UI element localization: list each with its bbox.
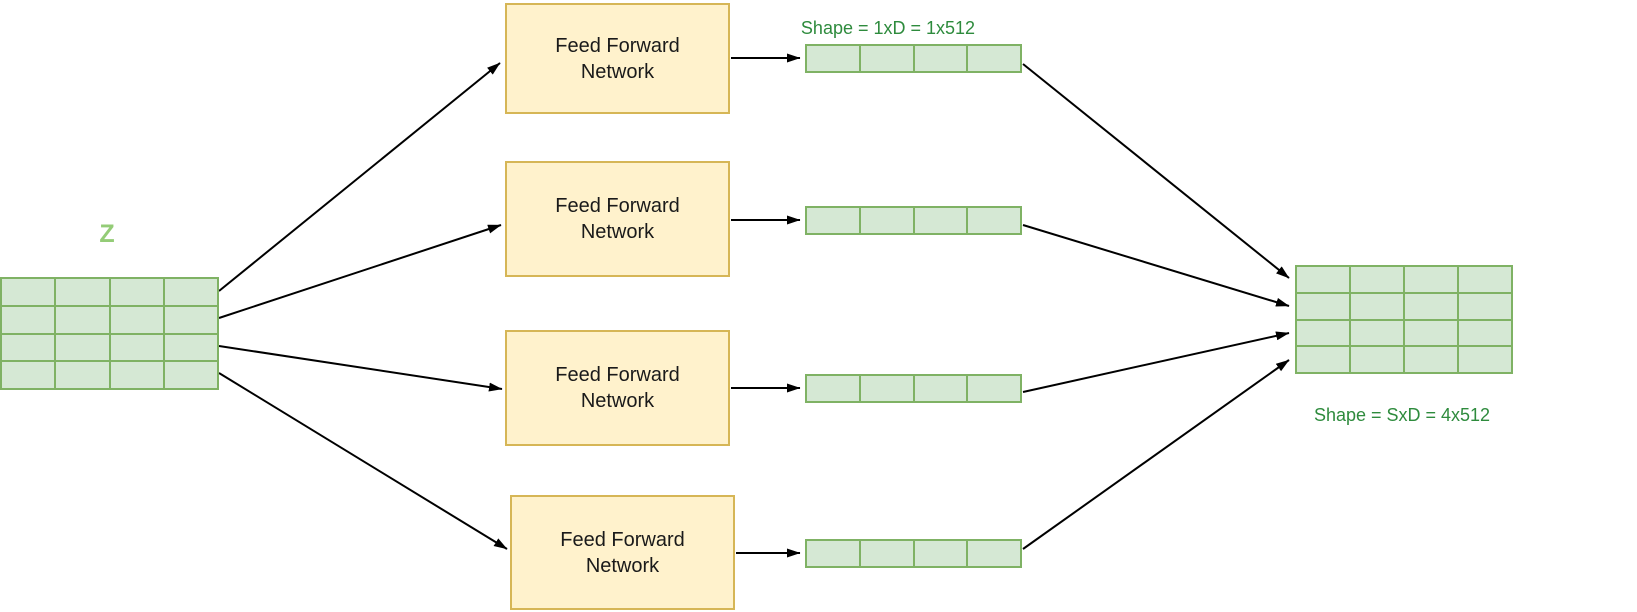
matrix-cell (860, 541, 913, 566)
ffn-box-3-label-line1: Feed Forward (555, 364, 680, 386)
matrix-cell (2, 279, 55, 305)
arrow-vector-3-to-output (1022, 331, 1290, 393)
matrix-cell (1297, 320, 1349, 346)
ffn-box-2-label-line1: Feed Forward (555, 195, 680, 217)
matrix-cell (164, 362, 217, 388)
ffn-box-2: Feed Forward Network (505, 161, 730, 277)
matrix-cell (110, 362, 163, 388)
ffn-box-4-label-line1: Feed Forward (560, 528, 685, 551)
matrix-cell (1459, 320, 1511, 346)
arrow-input-to-ffn-3 (218, 345, 503, 392)
matrix-cell (1405, 293, 1457, 319)
arrow-input-to-ffn-2 (218, 224, 502, 319)
matrix-cell (1297, 293, 1349, 319)
ffn-box-4-label-line2: Network (585, 554, 660, 577)
matrix-cell (110, 306, 163, 333)
arrow-vector-4-to-output (1022, 359, 1290, 550)
matrix-cell (807, 376, 859, 401)
ffn-box-1-label-line1: Feed Forward (555, 34, 680, 57)
matrix-cell (110, 334, 163, 361)
matrix-cell (164, 334, 217, 361)
matrix-cell (1297, 267, 1349, 292)
input-matrix (0, 277, 219, 390)
arrow-input-to-ffn-1 (218, 62, 501, 292)
matrix-cell (56, 279, 109, 305)
matrix-cell (860, 208, 913, 233)
matrix-cell (968, 46, 1020, 71)
matrix-cell (914, 541, 967, 566)
ffn-box-1-label-line2: Network (580, 60, 655, 83)
matrix-cell (807, 208, 859, 233)
matrix-cell (1351, 320, 1403, 346)
matrix-cell (968, 376, 1020, 401)
matrix-cell (968, 541, 1020, 566)
matrix-cell (807, 46, 859, 71)
matrix-cell (1351, 347, 1403, 372)
output-matrix (1295, 265, 1513, 374)
matrix-cell (1351, 293, 1403, 319)
output-vector-4 (805, 539, 1022, 568)
matrix-cell (1459, 347, 1511, 372)
arrow-vector-1-to-output (1022, 63, 1290, 279)
ffn-box-1: Feed Forward Network (505, 3, 730, 114)
matrix-cell (968, 208, 1020, 233)
matrix-cell (1405, 320, 1457, 346)
output-vector-2 (805, 206, 1022, 235)
arrow-vector-2-to-output (1022, 224, 1290, 307)
matrix-cell (2, 306, 55, 333)
matrix-cell (164, 279, 217, 305)
matrix-cell (110, 279, 163, 305)
matrix-cell (1405, 267, 1457, 292)
matrix-cell (1297, 347, 1349, 372)
matrix-cell (1405, 347, 1457, 372)
input-matrix-label: Z (99, 220, 115, 248)
matrix-cell (860, 46, 913, 71)
matrix-cell (56, 334, 109, 361)
matrix-cell (2, 334, 55, 361)
ffn-box-4: Feed Forward Network (510, 495, 735, 610)
matrix-cell (807, 541, 859, 566)
vector-shape-label: Shape = 1xD = 1x512 (800, 18, 976, 38)
output-shape-label: Shape = SxD = 4x512 (1313, 405, 1491, 425)
matrix-cell (164, 306, 217, 333)
matrix-cell (914, 376, 967, 401)
ffn-box-3-label-line2: Network (580, 390, 655, 412)
output-vector-3 (805, 374, 1022, 403)
matrix-cell (860, 376, 913, 401)
matrix-cell (1459, 267, 1511, 292)
matrix-cell (1351, 267, 1403, 292)
arrow-input-to-ffn-4 (218, 372, 508, 550)
matrix-cell (914, 208, 967, 233)
output-vector-1 (805, 44, 1022, 73)
matrix-cell (1459, 293, 1511, 319)
matrix-cell (914, 46, 967, 71)
ffn-box-2-label-line2: Network (580, 221, 655, 243)
matrix-cell (56, 306, 109, 333)
matrix-cell (2, 362, 55, 388)
matrix-cell (56, 362, 109, 388)
ffn-box-3: Feed Forward Network (505, 330, 730, 446)
